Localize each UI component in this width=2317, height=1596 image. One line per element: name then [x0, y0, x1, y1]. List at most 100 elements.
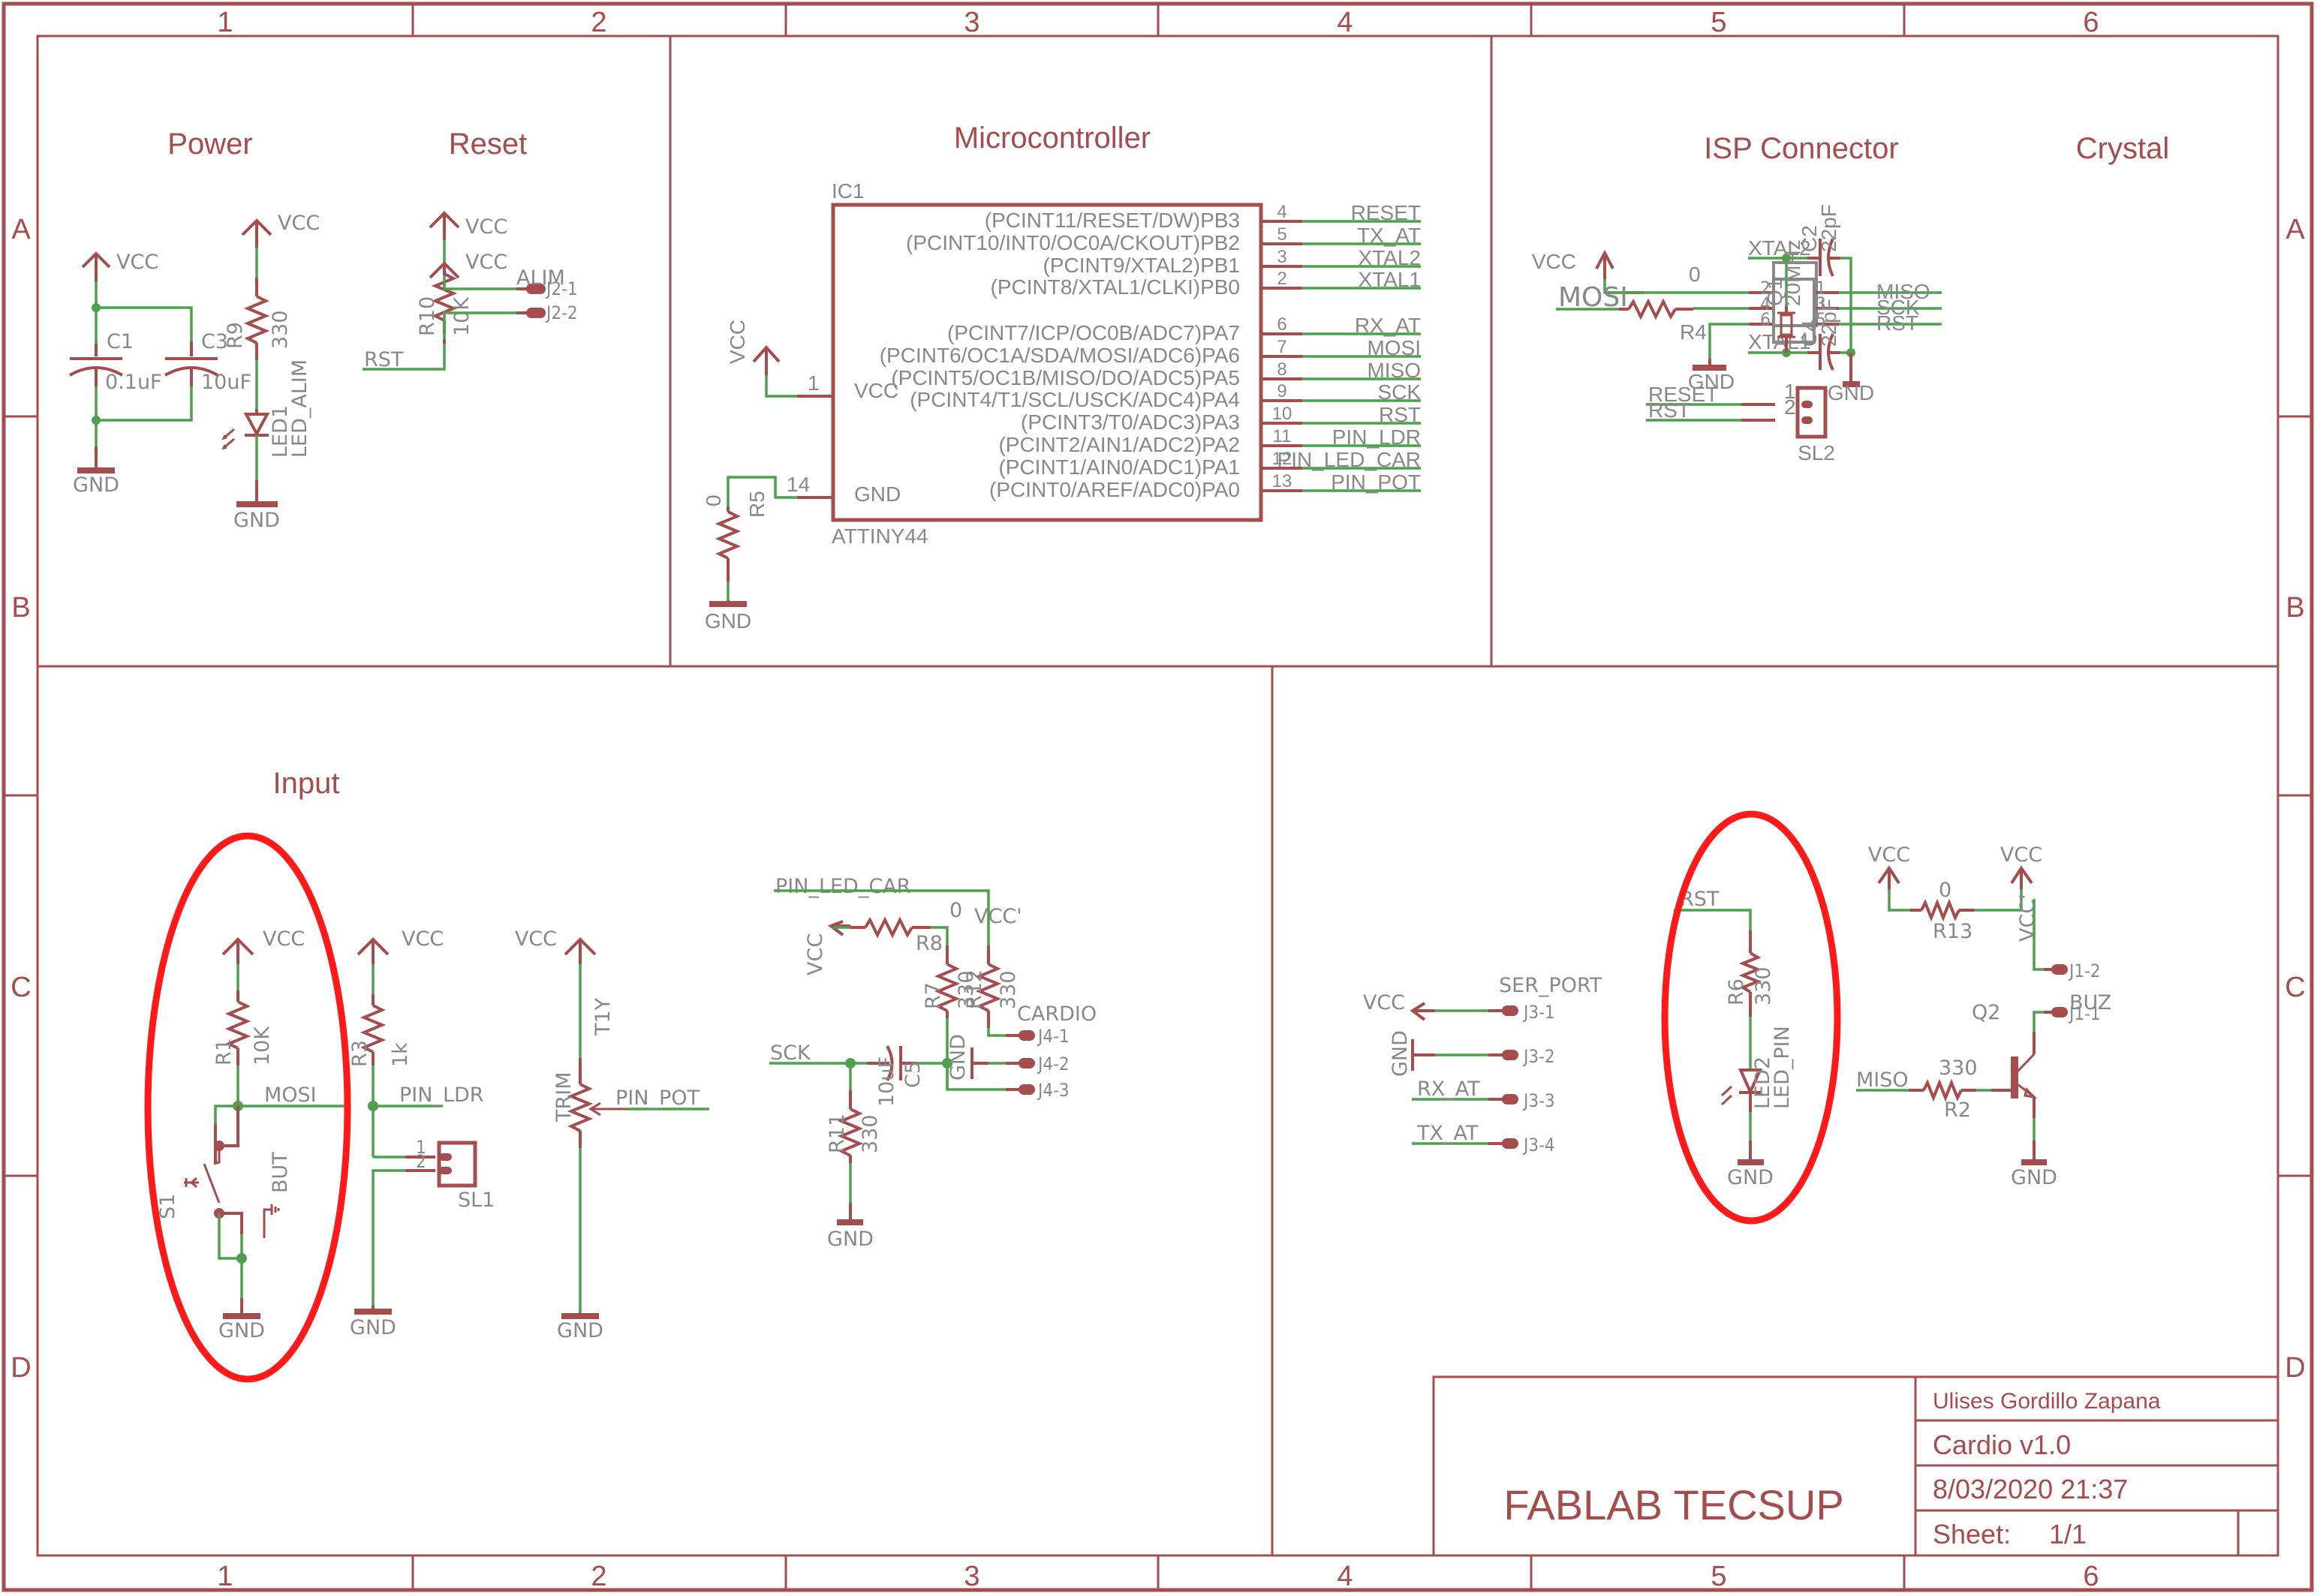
crystal-oscillator: XTAL2 XTAL1 Q1 20MHz C2 22pF C4 22pF GND: [1748, 204, 1874, 404]
ground-mark-icon: [263, 1204, 280, 1238]
mcu-pin-number: 12: [1272, 449, 1292, 469]
column-label-bottom: 2: [591, 1561, 606, 1592]
mcu-pin-net: PIN_LED_CAR: [1277, 448, 1421, 471]
row-label-left: B: [11, 592, 30, 624]
switch-icon: [203, 1163, 221, 1204]
r5-value: 0: [702, 494, 725, 506]
r4-value: 0: [1689, 263, 1701, 286]
c4-value: 22pF: [1817, 299, 1840, 347]
r11-ref: R11: [826, 1114, 849, 1153]
column-label-top: 5: [1711, 7, 1726, 38]
mcu-pin-net: MOSI: [1367, 336, 1421, 359]
mcu-pin-name: (PCINT4/T1/SCL/USCK/ADC4)PA4: [910, 388, 1240, 411]
column-label-top: 2: [591, 7, 606, 38]
isp-left-pin: 2: [1760, 278, 1771, 299]
section-title-input: Input: [273, 767, 340, 800]
row-label-left: A: [11, 214, 31, 245]
power-led-indicator: VCC R9 330 LED1 LED_ALIM GND: [221, 212, 320, 532]
vcc-arrow-icon: [429, 261, 460, 279]
mcu-pin-number: 6: [1277, 314, 1286, 335]
ser-port-label: SER_PORT: [1499, 974, 1602, 997]
r3-value: 1k: [389, 1042, 412, 1067]
sl2-connector: RESET RST 1 2 SL2: [1646, 380, 1835, 464]
row-label-right: A: [2285, 214, 2305, 245]
r5-gnd: GND: [705, 609, 751, 633]
r9-vcc-label: VCC: [278, 212, 320, 235]
mcu-pin-number: 11: [1273, 426, 1292, 446]
r11-gnd: GND: [827, 1228, 874, 1251]
mcu-pin-number: 8: [1277, 359, 1286, 380]
gnd-pin-name: GND: [854, 482, 901, 506]
s1-value: BUT: [269, 1152, 292, 1193]
s1-gnd: GND: [218, 1319, 265, 1342]
mcu-pin-name: (PCINT2/AIN1/ADC2)PA2: [998, 433, 1240, 456]
mcu-pin-name: (PCINT6/OC1A/SDA/MOSI/ADC6)PA6: [880, 344, 1240, 367]
r2-value: 330: [1939, 1056, 1978, 1080]
r7-value: 330: [955, 970, 978, 1009]
row-label-right: C: [2285, 972, 2305, 1003]
resistor-icon: [864, 916, 913, 939]
tb-author: Ulises Gordillo Zapana: [1933, 1389, 2161, 1414]
column-label-bottom: 4: [1337, 1561, 1353, 1592]
column-label-top: 3: [964, 7, 979, 38]
reset-pullup: VCC R10 10K RST: [363, 211, 507, 371]
j4-3-label: J4-3: [1037, 1080, 1070, 1101]
section-title-reset: Reset: [449, 128, 528, 161]
r2-ref: R2: [1944, 1099, 1971, 1122]
ic1-part: ATTINY44: [832, 524, 928, 548]
section-title-microcontroller: Microcontroller: [954, 122, 1151, 155]
title-block: FABLAB TECSUP Ulises Gordillo Zapana Car…: [1432, 1375, 2279, 1557]
section-title-power: Power: [167, 128, 252, 161]
mcu-pin-name: (PCINT5/OC1B/MISO/DO/ADC5)PA5: [891, 366, 1240, 389]
mcu-pin-net: RST: [1379, 403, 1421, 426]
mcu-pin-net: XTAL1: [1358, 268, 1421, 291]
vcc-arrow-icon: [241, 218, 272, 248]
pot-net: PIN_POT: [615, 1087, 700, 1110]
isp-mosi-net: MOSI: [1558, 282, 1628, 313]
j3-2-label: J3-2: [1522, 1046, 1555, 1067]
sl2-pin-2: 2: [1784, 395, 1796, 419]
highlight-ellipse-led2: [1661, 810, 1841, 1225]
gnd-pin-num: 14: [787, 473, 810, 496]
resistor-icon: [360, 1004, 387, 1053]
row-label-right: D: [2285, 1352, 2305, 1384]
led-icon: [1738, 1069, 1763, 1096]
sl2-ref: SL2: [1798, 441, 1835, 464]
q1-ref: Q1: [1763, 278, 1786, 306]
sl1-pin-2: 2: [416, 1151, 426, 1172]
r3-vcc: VCC: [402, 927, 444, 951]
section-title-crystal: Crystal: [2076, 132, 2169, 165]
r1-vcc: VCC: [263, 927, 305, 951]
r4-ref: R4: [1680, 320, 1707, 344]
cardio-label: CARDIO: [1017, 1002, 1097, 1026]
mcu-pin-net: SCK: [1377, 380, 1421, 404]
section-title-isp: ISP Connector: [1704, 132, 1898, 165]
mcu-pin-net: RX_AT: [1355, 314, 1421, 337]
vcc-arrow-icon: [752, 345, 781, 375]
vcc-arrow-icon: [1877, 865, 1900, 889]
output-led2: RST R6 330 LED2 LED_PIN GND: [1674, 888, 1794, 1189]
mcu-pin-net: TX_AT: [1357, 224, 1421, 247]
r7-ref: R7: [922, 982, 945, 1009]
column-label-bottom: 5: [1711, 1561, 1726, 1592]
reset-vcc-label: VCC: [465, 215, 507, 239]
column-label-top: 4: [1337, 7, 1353, 38]
alim-vcc-label: VCC: [465, 251, 507, 274]
mcu-pin-name: (PCINT0/AREF/ADC0)PA0: [989, 478, 1240, 501]
r3-ref: R3: [348, 1040, 372, 1067]
trim-gnd: GND: [557, 1319, 603, 1342]
mcu-pin-name: (PCINT11/RESET/DW)PB3: [985, 209, 1240, 232]
s1-ref: S1: [156, 1194, 179, 1219]
ic1-ref: IC1: [832, 179, 865, 203]
j2-1-label: J2-1: [545, 278, 578, 299]
isp-left-pin: 6: [1760, 309, 1771, 330]
mcu-pin-number: 13: [1272, 471, 1292, 491]
r8-value: 0: [949, 899, 962, 922]
j1-1-label: J1-1: [2068, 1003, 2101, 1024]
j1-2-label: J1-2: [2068, 960, 2101, 981]
column-label-top: 1: [217, 7, 233, 38]
led-car-net: PIN_LED_CAR: [775, 875, 910, 898]
output-buzzer-driver: VCC VCC 0 R13 VCC' J1-2 BUZ J1-1 Q2 GND: [1856, 843, 2111, 1189]
c1-value: 0.1uF: [105, 371, 162, 394]
